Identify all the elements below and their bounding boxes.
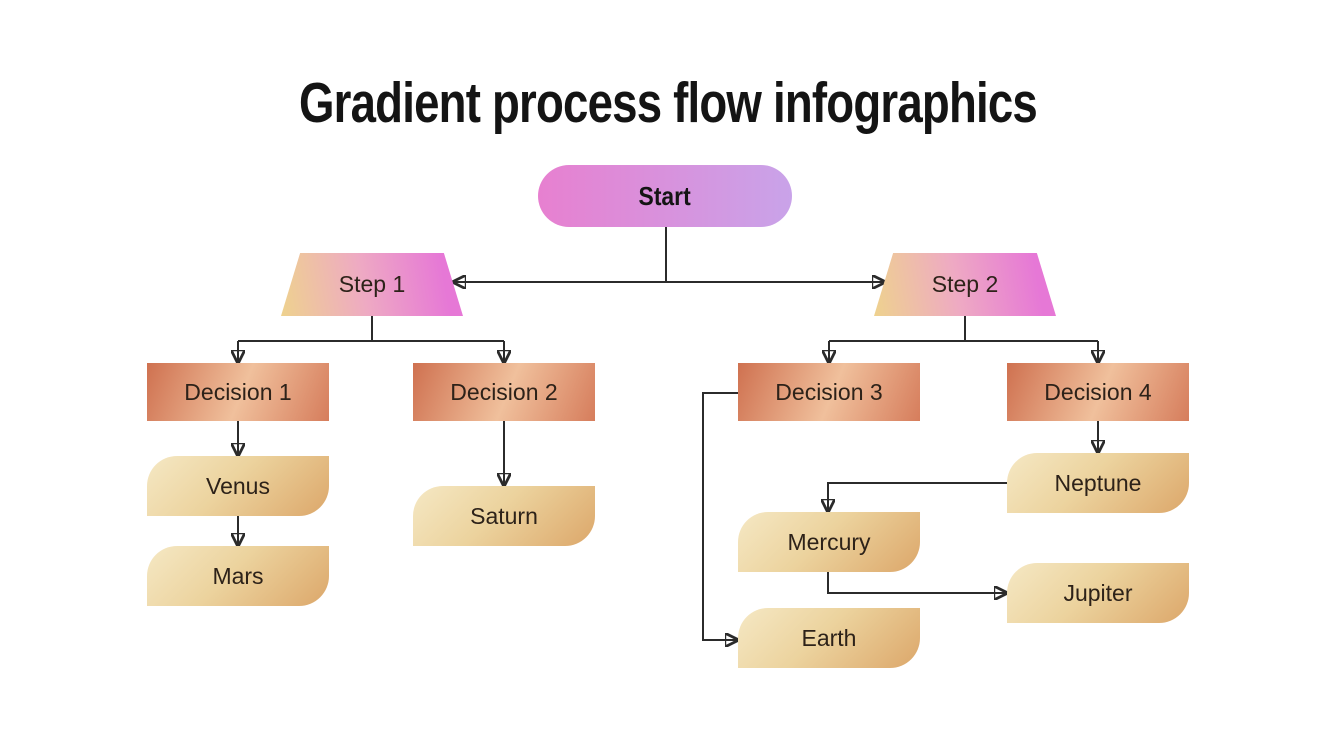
node-step-1[interactable]: Step 1 (281, 253, 463, 316)
node-decision-1[interactable]: Decision 1 (147, 363, 329, 421)
node-decision-3[interactable]: Decision 3 (738, 363, 920, 421)
node-decision-2[interactable]: Decision 2 (413, 363, 595, 421)
node-mars-label: Mars (212, 562, 264, 589)
node-start-label: Start (638, 180, 692, 211)
node-decision-2-label: Decision 2 (450, 378, 558, 405)
node-mars[interactable]: Mars (147, 546, 329, 606)
edge-decision3-earth (702, 392, 738, 640)
node-step-1-label: Step 1 (338, 271, 406, 297)
edge-neptune-mercury (828, 482, 1007, 510)
edge-step2-stem (829, 316, 1098, 342)
node-decision-1-label: Decision 1 (184, 378, 292, 405)
node-step-2[interactable]: Step 2 (874, 253, 1056, 316)
page-title: Gradient process flow infographics (298, 71, 1038, 135)
node-neptune-label: Neptune (1054, 469, 1142, 496)
edge-step1-stem (238, 316, 504, 342)
node-jupiter-label: Jupiter (1063, 579, 1133, 606)
node-decision-4[interactable]: Decision 4 (1007, 363, 1189, 421)
node-venus[interactable]: Venus (147, 456, 329, 516)
node-mercury-label: Mercury (787, 528, 871, 555)
node-earth[interactable]: Earth (738, 608, 920, 668)
node-mercury[interactable]: Mercury (738, 512, 920, 572)
node-start[interactable]: Start (538, 165, 792, 227)
node-venus-label: Venus (206, 472, 270, 499)
node-earth-label: Earth (801, 624, 857, 651)
node-neptune[interactable]: Neptune (1007, 453, 1189, 513)
node-saturn[interactable]: Saturn (413, 486, 595, 546)
node-saturn-label: Saturn (470, 502, 538, 529)
node-decision-4-label: Decision 4 (1044, 378, 1152, 405)
node-step-2-label: Step 2 (931, 271, 999, 297)
node-decision-3-label: Decision 3 (775, 378, 883, 405)
edge-mercury-jupiter (827, 572, 1005, 593)
node-jupiter[interactable]: Jupiter (1007, 563, 1189, 623)
